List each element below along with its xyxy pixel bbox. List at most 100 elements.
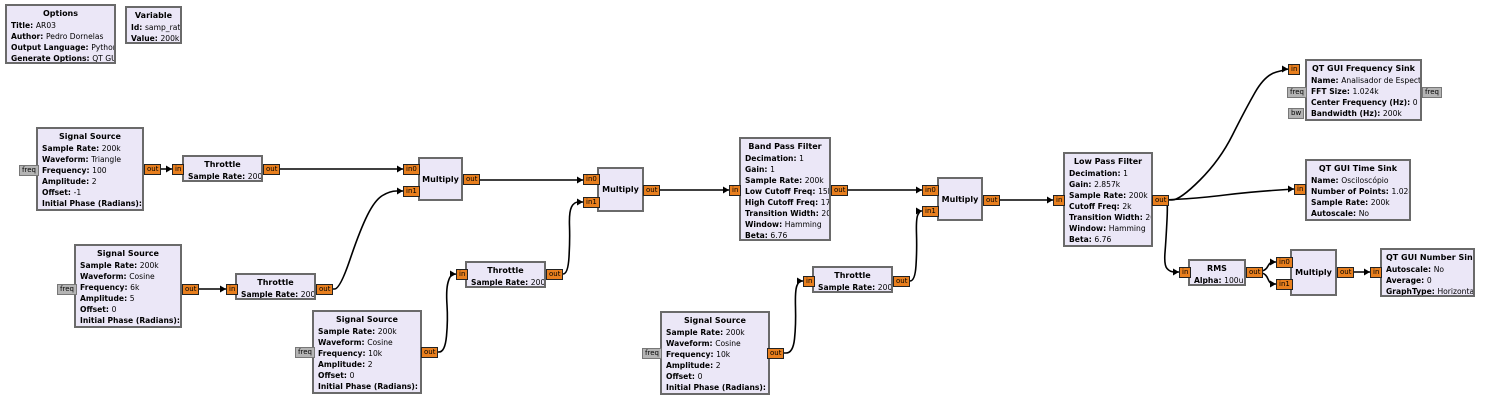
out-port[interactable]: out (1337, 267, 1355, 278)
in-port[interactable]: in (456, 269, 469, 280)
param-label: Name (1311, 176, 1336, 185)
out-port[interactable]: out (421, 347, 439, 358)
out-port[interactable]: out (767, 348, 785, 359)
param-value: Cosine (367, 338, 393, 347)
connection-wire[interactable] (432, 273, 457, 353)
freq-msg-port[interactable]: freq (57, 284, 77, 295)
param-colon: : (779, 220, 785, 229)
out-port[interactable]: out (316, 284, 334, 295)
connection-wire[interactable] (905, 210, 922, 282)
bw-msg-port[interactable]: bw (1288, 108, 1305, 119)
param-colon: : (1421, 276, 1427, 285)
param-row: Sample Rate: 200k (42, 143, 138, 154)
param-colon: : (793, 154, 800, 163)
param-label: Offset (318, 371, 344, 380)
out-port[interactable]: out (144, 164, 162, 175)
connection-wire[interactable] (1163, 188, 1295, 201)
param-row: Initial Phase (Radians): 0 (42, 198, 142, 209)
param-row: Name: Osciloscópio (1311, 175, 1405, 186)
in-port[interactable]: in (1288, 64, 1301, 75)
in-port[interactable]: in (729, 185, 742, 196)
in-port[interactable]: in (803, 276, 816, 287)
in-port[interactable]: in (172, 164, 185, 175)
connection-wire[interactable] (779, 280, 803, 354)
param-value: 100 (92, 166, 107, 175)
param-value: Cosine (715, 339, 741, 348)
block-title: RMS (1207, 264, 1227, 273)
param-colon: : (105, 305, 112, 314)
multiply-block-1[interactable]: Multiply (418, 157, 463, 201)
multiply-block-3[interactable]: Multiply (937, 177, 983, 221)
in-port[interactable]: in (1370, 267, 1383, 278)
out-port[interactable]: out (643, 185, 661, 196)
in0-port[interactable]: in0 (583, 174, 600, 185)
connection-wire[interactable] (1163, 199, 1179, 273)
param-colon: : (414, 382, 421, 391)
out-port[interactable]: out (831, 185, 849, 196)
param-row: Sample Rate: 200k (1311, 197, 1405, 208)
in-port[interactable]: in (1053, 195, 1066, 206)
in0-port[interactable]: in0 (1276, 257, 1293, 268)
freq-msg-port[interactable]: freq (1287, 87, 1307, 98)
connection-wire[interactable] (557, 201, 583, 275)
param-label: Waveform (80, 272, 124, 281)
param-label: Sample Rate (42, 144, 97, 153)
param-colon: : (799, 176, 805, 185)
param-label: Initial Phase (Radians) (42, 199, 139, 208)
in0-port[interactable]: in0 (922, 185, 939, 196)
in1-port[interactable]: in1 (1276, 279, 1293, 290)
in0-port[interactable]: in0 (403, 164, 420, 175)
param-row: Amplitude: 2 (318, 359, 416, 370)
param-colon: : (1218, 276, 1225, 285)
out-port[interactable]: out (463, 174, 481, 185)
out-port[interactable]: out (893, 276, 911, 287)
freq-msg-out-port[interactable]: freq (1422, 87, 1442, 98)
param-row: GraphType: Horizontal (1386, 286, 1473, 295)
in1-port[interactable]: in1 (922, 206, 939, 217)
freq-msg-port[interactable]: freq (295, 347, 315, 358)
freq-msg-port[interactable]: freq (19, 165, 39, 176)
multiply-block-2[interactable]: Multiply (597, 167, 644, 212)
param-value: 2 (367, 360, 373, 369)
param-row: Gain: 1 (745, 164, 825, 175)
param-row: Name: Analisador de Espectro (1311, 75, 1420, 86)
out-port[interactable]: out (1152, 195, 1170, 206)
param-colon: : (1385, 187, 1392, 196)
out-port[interactable]: out (983, 195, 1001, 206)
out-port[interactable]: out (546, 269, 564, 280)
out-port[interactable]: out (1246, 267, 1264, 278)
out-port[interactable]: out (182, 284, 200, 295)
connection-wire[interactable] (1164, 68, 1289, 201)
multiply-block-4[interactable]: Multiply (1290, 249, 1337, 296)
freq-msg-port[interactable]: freq (642, 348, 662, 359)
in-port[interactable]: in (1179, 267, 1192, 278)
in-port[interactable]: in (1294, 184, 1307, 195)
connection-wire[interactable] (329, 190, 403, 290)
param-value: Horizontal (1437, 287, 1475, 296)
param-label: Waveform (318, 338, 362, 347)
param-colon: : (1365, 198, 1371, 207)
param-value: Python (91, 43, 116, 52)
param-label: Frequency (42, 166, 87, 175)
in1-port[interactable]: in1 (583, 197, 600, 208)
in1-port[interactable]: in1 (403, 186, 420, 197)
out-port[interactable]: out (263, 164, 281, 175)
in-port[interactable]: in (226, 284, 239, 295)
param-row: Transition Width: 200 (745, 208, 829, 219)
